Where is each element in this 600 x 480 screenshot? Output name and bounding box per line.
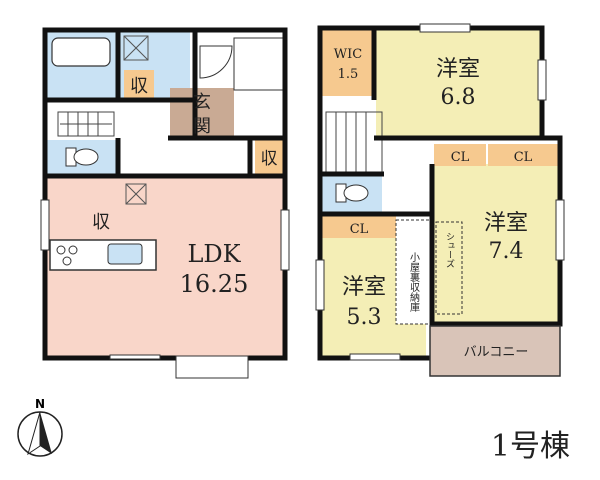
closet-1 (434, 144, 486, 166)
label-storage-hall: 収 (261, 149, 278, 169)
toilet-1-icon (65, 147, 99, 167)
room-7-4 (434, 164, 558, 322)
toilet-2-icon (335, 183, 369, 203)
label-entrance-2: 関 (193, 116, 211, 137)
floor1-windows (40, 199, 290, 379)
storage-bath (124, 70, 154, 98)
room-6-8 (376, 30, 540, 138)
entrance (170, 88, 234, 138)
porch (233, 37, 285, 91)
storage-hall (255, 140, 283, 174)
closet-3 (322, 216, 396, 238)
entrance-door-icon (199, 45, 233, 79)
label-attic: 小屋裏収納庫 (408, 252, 420, 313)
floor2-windows (315, 23, 565, 361)
floor1-walls (42, 27, 288, 361)
label-room2-name: 洋室 (484, 211, 528, 236)
storage-kitchen (80, 206, 125, 236)
north-arrow-icon: N (17, 397, 63, 457)
compass-label: N (35, 397, 45, 411)
label-storage-kitchen: 収 (92, 212, 110, 233)
kitchen-counter (49, 239, 157, 271)
stair-1 (57, 111, 115, 137)
label-cl1: CL (451, 150, 470, 165)
washer-space-icon (123, 35, 149, 61)
building-label: 1号棟 (491, 429, 570, 464)
label-room1-name: 洋室 (436, 57, 480, 82)
wic-room (322, 30, 374, 96)
label-balcony: バルコニー (464, 345, 529, 360)
label-room3-name: 洋室 (342, 275, 386, 300)
label-wic-name: WIC (334, 47, 362, 62)
closet-unit (435, 221, 463, 315)
label-wic-size: 1.5 (338, 67, 359, 82)
floor-1 (40, 27, 290, 379)
label-room1-size: 6.8 (441, 85, 476, 110)
label-room3-size: 5.3 (347, 305, 382, 330)
label-ldk-size: 16.25 (180, 270, 249, 298)
floor-2 (315, 23, 565, 377)
closet-2 (488, 144, 558, 166)
label-closet-unit: シューズ (444, 232, 455, 268)
label-cl3: CL (350, 222, 369, 237)
label-entrance-1: 玄 (193, 92, 211, 113)
fridge-space-icon (125, 183, 147, 205)
bathtub-icon (51, 37, 111, 67)
labels: 収 玄 関 収 収 LDK 16.25 WIC 1.5 洋室 6.8 CL CL… (92, 47, 533, 360)
label-room2-size: 7.4 (489, 239, 524, 264)
label-cl2: CL (514, 150, 533, 165)
label-ldk-name: LDK (187, 240, 241, 268)
label-storage-bath: 収 (130, 76, 148, 97)
